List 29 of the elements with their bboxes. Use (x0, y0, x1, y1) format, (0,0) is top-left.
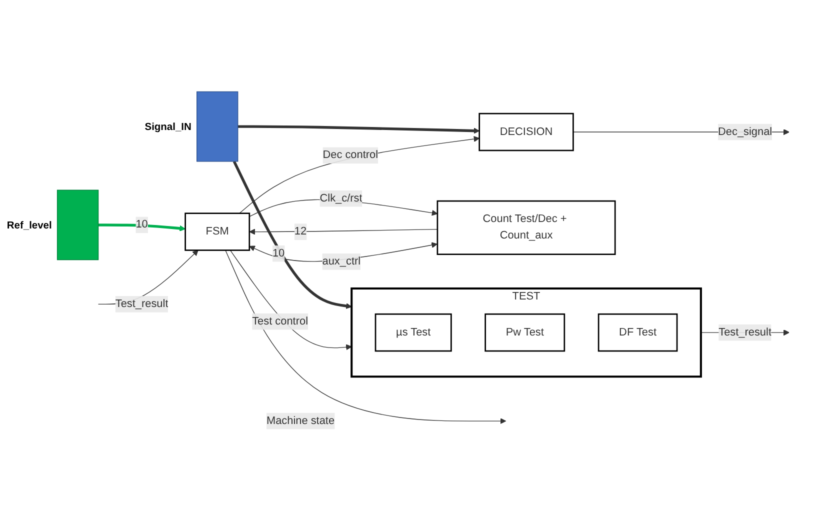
node-bar (196, 91, 238, 162)
edge-label: Test_result (718, 326, 772, 338)
arrow (249, 228, 438, 235)
edge-label: 10 (136, 218, 148, 230)
edge-label: Dec control (322, 149, 378, 161)
edge-label: Machine state (266, 414, 335, 426)
edge-label: 12 (294, 226, 307, 238)
node-bar (56, 190, 99, 260)
arrow (98, 224, 186, 232)
signal-label: Ref_level (6, 220, 52, 232)
node-box: Count Test/Dec + Count_aux (436, 200, 616, 255)
arrow (230, 250, 352, 350)
edge-label: Test control (252, 315, 308, 328)
arrow (249, 242, 438, 262)
node-box: DF Test (598, 313, 678, 352)
edge-label: Clk_c/rst (320, 192, 362, 204)
signal-label: Signal_IN (144, 122, 192, 133)
arrow (225, 250, 506, 424)
arrow (238, 125, 480, 134)
node-box: FSM (184, 212, 250, 251)
node-box: µs Test (374, 313, 452, 352)
arrow (232, 160, 352, 309)
edge-label: Dec_signal (718, 126, 772, 138)
edge-label: 10 (272, 247, 285, 260)
node-box: DECISION (478, 112, 574, 152)
edge-label: Test_result (115, 298, 168, 310)
node-box: Pw Test (484, 313, 566, 352)
edge-label: aux_ctrl (322, 256, 361, 268)
arrow (239, 136, 480, 214)
